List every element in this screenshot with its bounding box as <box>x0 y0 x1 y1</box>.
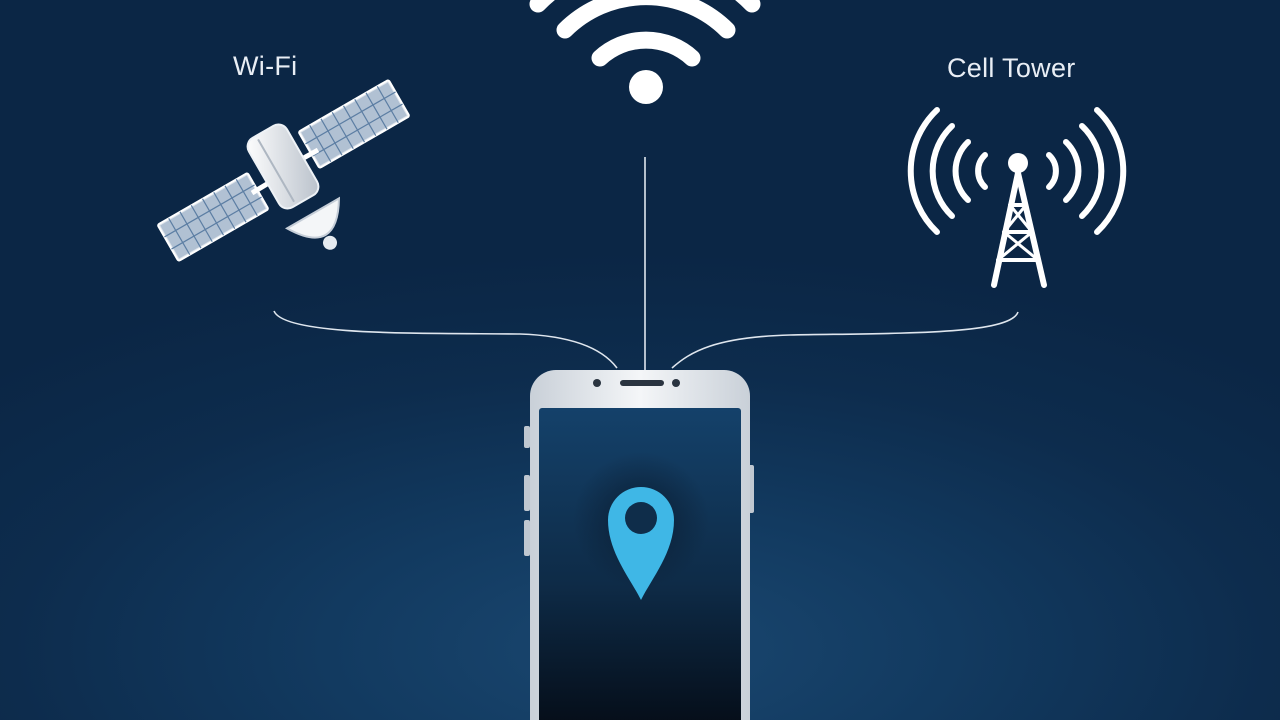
connection-lines <box>273 157 1019 370</box>
satellite-icon <box>157 79 410 262</box>
satellite-label: Wi-Fi <box>233 51 298 81</box>
tower-connection-line <box>671 311 1019 369</box>
cell-tower-icon <box>907 107 1127 288</box>
location-pin-icon <box>608 487 674 600</box>
satellite-connection-line <box>273 310 618 369</box>
cell-tower-label: Cell Tower <box>947 53 1076 83</box>
wifi-icon <box>529 0 761 104</box>
